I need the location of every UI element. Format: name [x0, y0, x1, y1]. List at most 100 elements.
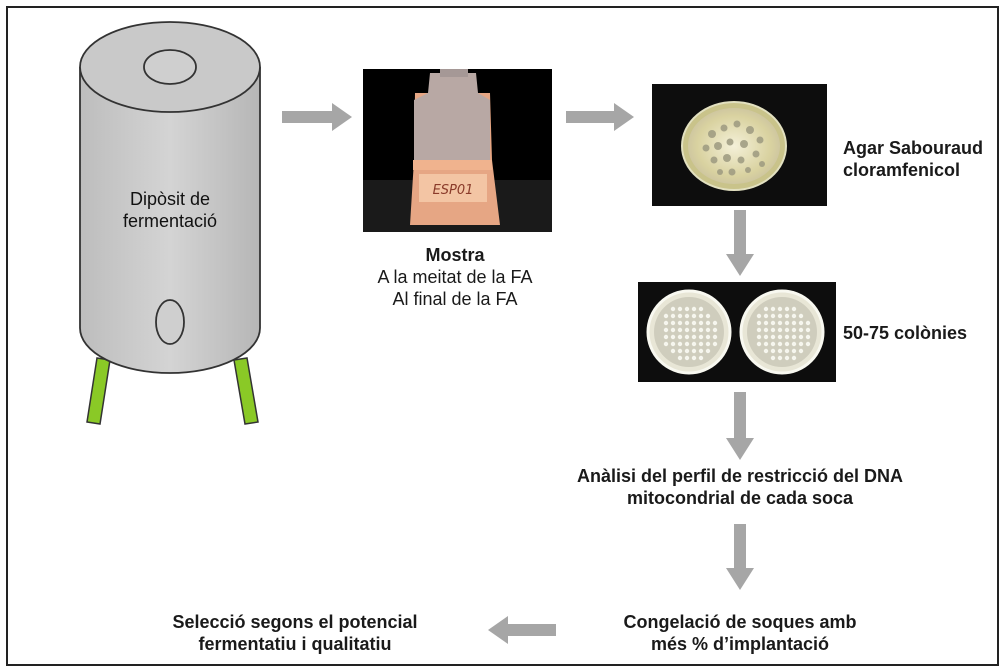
sample-bottle-photo: ESP01 — [363, 69, 552, 232]
colony-dot — [677, 341, 683, 347]
selection-label: Selecció segons el potencial fermentatiu… — [120, 611, 470, 655]
colony-dot — [805, 320, 811, 326]
colony-dot — [684, 334, 690, 340]
tank-label-line1: Dipòsit de — [129, 189, 211, 209]
colony-dot — [698, 348, 704, 354]
colony-dot — [712, 334, 718, 340]
colony-dot — [677, 313, 683, 319]
colony-dot — [798, 348, 804, 354]
freezing-label: Congelació de soques amb més % d’implant… — [560, 611, 920, 655]
colony-dot — [770, 348, 776, 354]
colony-dot — [770, 306, 776, 312]
colony-dot — [684, 320, 690, 326]
colony-dot — [791, 320, 797, 326]
colony-dot — [691, 341, 697, 347]
colony-dot — [777, 306, 783, 312]
selection-line2: fermentatiu i qualitatiu — [198, 634, 392, 654]
colony-dot — [663, 341, 669, 347]
colony-dot — [705, 320, 711, 326]
sample-line2: Al final de la FA — [392, 289, 518, 309]
colony-dot — [770, 327, 776, 333]
colony-dot — [798, 320, 804, 326]
selection-line1: Selecció segons el potencial — [172, 612, 418, 632]
colony-dot — [756, 320, 762, 326]
colony-dot — [670, 334, 676, 340]
colony-dot — [770, 334, 776, 340]
colony-dot — [691, 348, 697, 354]
colony-dot — [763, 320, 769, 326]
colony-dot — [791, 348, 797, 354]
colony-dot — [670, 313, 676, 319]
colony-dot — [663, 334, 669, 340]
colony-dot — [763, 327, 769, 333]
colony-dot — [777, 327, 783, 333]
colony-dot — [705, 334, 711, 340]
diagram-frame — [6, 6, 999, 666]
colony-dot — [763, 341, 769, 347]
colony-dot — [798, 313, 804, 319]
colony-dot — [684, 348, 690, 354]
colony-dot — [798, 327, 804, 333]
colony-dot — [677, 320, 683, 326]
colony-dot — [770, 355, 776, 361]
colony-dot — [684, 341, 690, 347]
colony-dot — [784, 320, 790, 326]
colony-dot — [763, 306, 769, 312]
colony-dot — [777, 334, 783, 340]
colony-dot — [677, 334, 683, 340]
colony-dot — [805, 334, 811, 340]
colony-dot — [691, 313, 697, 319]
colony-dot — [777, 341, 783, 347]
colony-dot — [684, 313, 690, 319]
colony-dot — [756, 341, 762, 347]
colony-dot — [770, 341, 776, 347]
colony-dot — [691, 355, 697, 361]
colony-dot — [791, 313, 797, 319]
colony-dot — [684, 355, 690, 361]
arrow-down-1 — [726, 210, 754, 276]
colony-dot — [677, 355, 683, 361]
arrow-down-2 — [726, 392, 754, 460]
colony-dot — [770, 313, 776, 319]
colony-dot — [777, 313, 783, 319]
colony-dot — [784, 306, 790, 312]
colony-dot — [756, 327, 762, 333]
colony-dot — [691, 334, 697, 340]
arrow-right-2 — [566, 103, 634, 131]
colony-dot — [705, 348, 711, 354]
colony-dot — [670, 341, 676, 347]
analysis-line2: mitocondrial de cada soca — [626, 488, 854, 508]
tank-label-line2: fermentació — [122, 211, 218, 231]
colony-dot — [691, 306, 697, 312]
colony-dot — [684, 327, 690, 333]
tank-legs — [86, 357, 259, 425]
colony-dot — [763, 313, 769, 319]
colony-dot — [698, 306, 704, 312]
tank-label: Dipòsit de fermentació — [100, 188, 240, 232]
colony-dot — [784, 341, 790, 347]
colony-dot — [663, 327, 669, 333]
colony-dot — [712, 320, 718, 326]
colony-dot — [777, 348, 783, 354]
colony-dot — [677, 348, 683, 354]
colony-dot — [677, 306, 683, 312]
sample-title: Mostra — [425, 245, 485, 265]
colony-dot — [698, 313, 704, 319]
colony-dot — [798, 334, 804, 340]
colony-dot — [777, 320, 783, 326]
colony-dot — [712, 327, 718, 333]
colony-dot — [677, 327, 683, 333]
colony-dot — [698, 320, 704, 326]
colony-dot — [756, 313, 762, 319]
bottle-label-text: ESP01 — [433, 183, 474, 198]
sample-line1: A la meitat de la FA — [377, 267, 533, 287]
colony-dot — [784, 348, 790, 354]
analysis-label: Anàlisi del perfil de restricció del DNA… — [490, 465, 990, 509]
agar-label-line1: Agar Sabouraud — [843, 138, 984, 158]
colony-dot — [791, 306, 797, 312]
colony-dot — [663, 313, 669, 319]
colony-dot — [805, 327, 811, 333]
colony-dot — [670, 320, 676, 326]
colony-dot — [684, 306, 690, 312]
